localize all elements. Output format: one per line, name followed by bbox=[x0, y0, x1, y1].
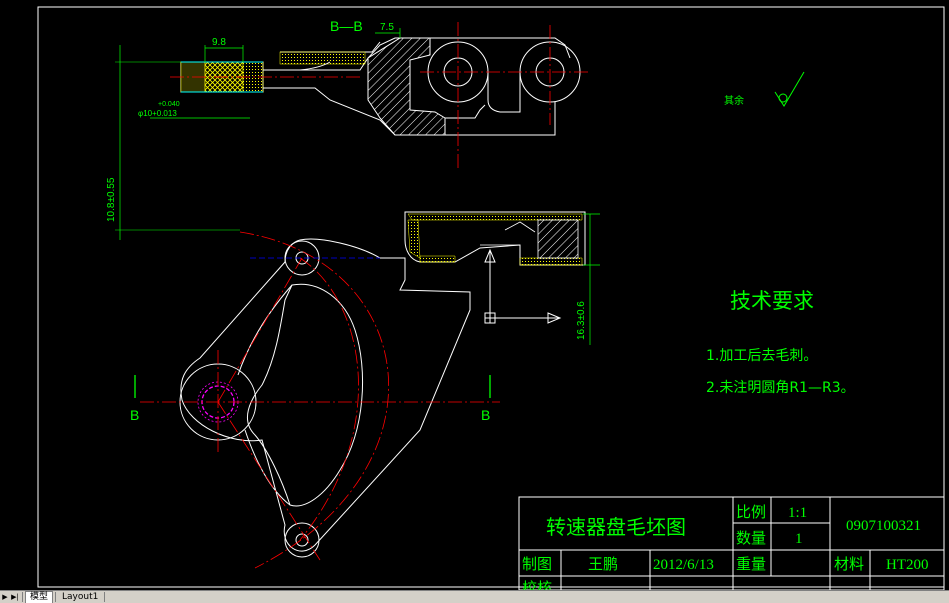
tech-item-2: 2.未注明圆角R1—R3。 bbox=[706, 380, 855, 396]
ucs-icon bbox=[484, 248, 562, 324]
scale-value: 1:1 bbox=[788, 505, 807, 521]
dim-top: 7.5 bbox=[380, 22, 394, 33]
dim-bore: φ10+0.013 bbox=[138, 109, 177, 118]
dim-left-width: 9.8 bbox=[212, 37, 226, 48]
dim-right: 16.3±0.6 bbox=[576, 301, 587, 340]
section-label: B—B bbox=[330, 18, 363, 34]
section-view bbox=[115, 22, 590, 240]
qty-value: 1 bbox=[795, 531, 803, 547]
plan-inner-window bbox=[246, 283, 364, 507]
tab-first-icon[interactable]: ▶ bbox=[2, 593, 8, 601]
plan-view bbox=[134, 211, 600, 569]
drawn-by: 王鹏 bbox=[588, 555, 618, 573]
scale-label: 比例 bbox=[736, 503, 766, 521]
section-hatched-body bbox=[367, 37, 446, 136]
tab-layout1[interactable]: Layout1 bbox=[62, 591, 99, 602]
qty-label: 数量 bbox=[736, 529, 766, 547]
layout-tab-bar: ▶ ▶| 模型 Layout1 bbox=[0, 590, 949, 603]
section-mark-left: B bbox=[130, 407, 139, 423]
check-label: 校核 bbox=[522, 579, 552, 590]
hole-bottom bbox=[284, 522, 320, 558]
tech-title: 技术要求 bbox=[730, 289, 814, 313]
drawing-number: 0907100321 bbox=[846, 518, 921, 534]
cad-drawing-canvas[interactable]: B—B 7.5 9.8 +0.040 φ10+0.013 10.8±0.55 其… bbox=[0, 0, 949, 590]
drawn-date: 2012/6/13 bbox=[653, 557, 714, 573]
drawing-frame bbox=[37, 6, 945, 588]
section-mark-right: B bbox=[481, 407, 490, 423]
material-value: HT200 bbox=[886, 557, 929, 573]
surface-finish-icon bbox=[774, 71, 805, 107]
surface-finish-label: 其余 bbox=[724, 94, 744, 107]
material-label: 材料 bbox=[834, 555, 864, 573]
drawing-title: 转速器盘毛坯图 bbox=[546, 515, 686, 539]
plan-outer-outline bbox=[180, 238, 471, 552]
title-block bbox=[518, 496, 945, 590]
weight-label: 重量 bbox=[736, 555, 766, 573]
tech-item-1: 1.加工后去毛刺。 bbox=[706, 348, 817, 364]
dim-vertical: 10.8±0.55 bbox=[106, 177, 117, 222]
tab-model[interactable]: 模型 bbox=[25, 591, 54, 603]
tab-next-icon[interactable]: ▶| bbox=[11, 593, 19, 601]
dim-bore-tol: +0.040 bbox=[158, 101, 180, 108]
drawn-label: 制图 bbox=[522, 555, 552, 573]
